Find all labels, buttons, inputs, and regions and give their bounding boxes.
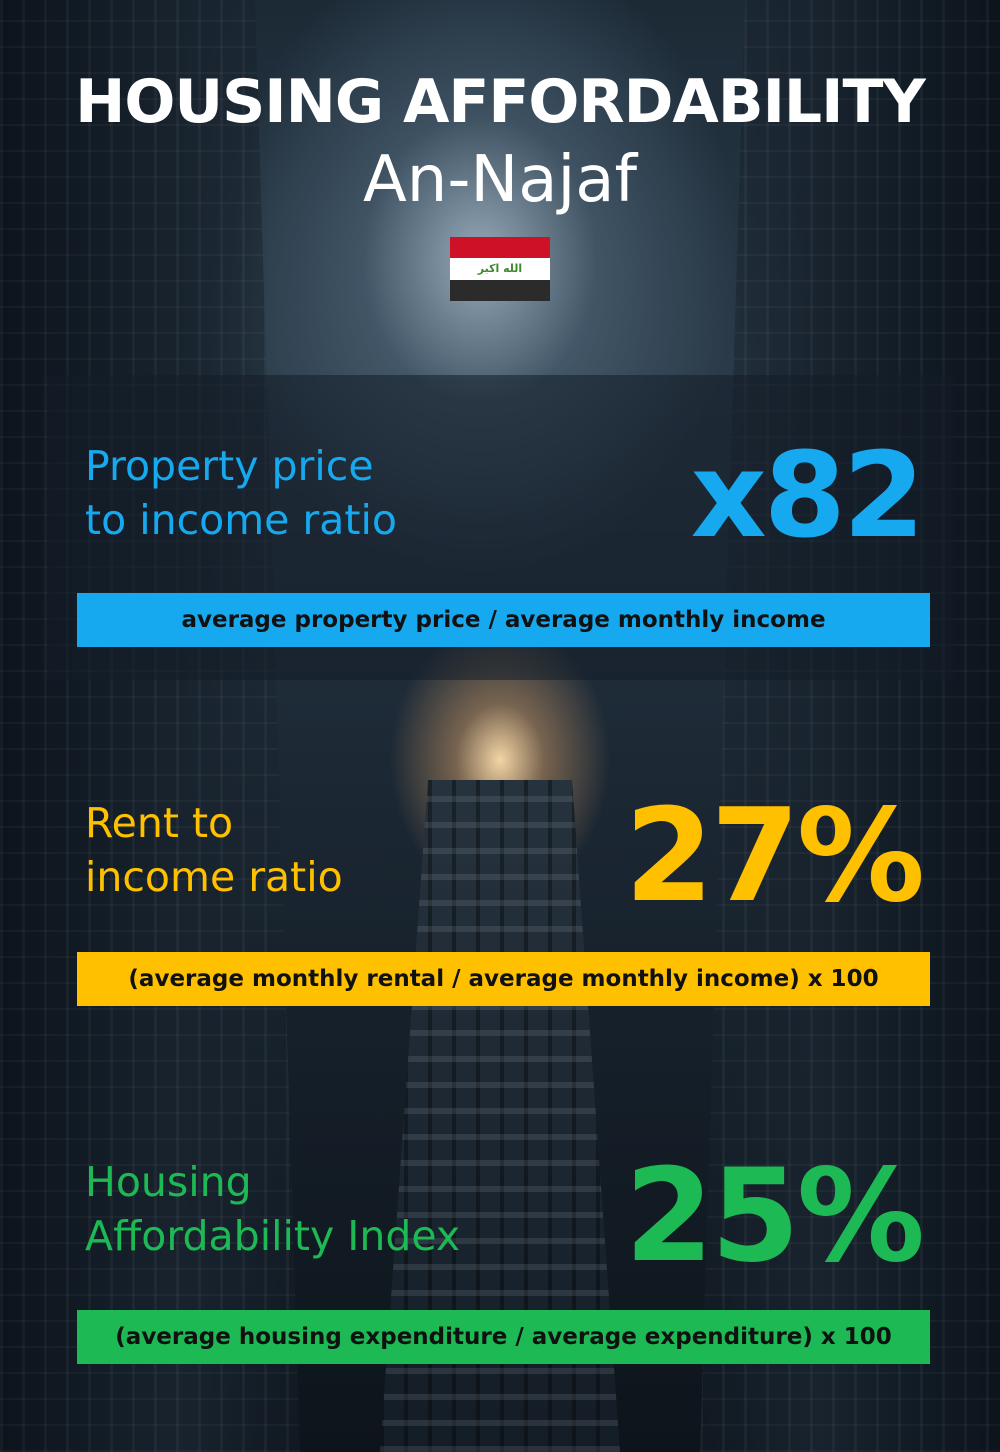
flag-white-stripe: الله اكبر <box>450 258 550 280</box>
property-price-value: x82 <box>690 426 925 564</box>
rent-ratio-label: Rent to income ratio <box>85 796 343 904</box>
property-price-label-line1: Property price <box>85 442 374 490</box>
affordability-index-value: 25% <box>624 1142 925 1291</box>
left-building <box>0 0 300 1452</box>
affordability-index-label: Housing Affordability Index <box>85 1155 460 1263</box>
flag-emblem: الله اكبر <box>477 262 523 276</box>
page-title: HOUSING AFFORDABILITY <box>75 67 926 137</box>
right-building <box>700 0 1000 1452</box>
property-price-formula: average property price / average monthly… <box>77 593 930 647</box>
iraq-flag-icon: الله اكبر <box>450 237 550 301</box>
header: HOUSING AFFORDABILITY An-Najaf <box>0 66 1000 218</box>
rent-ratio-label-line1: Rent to <box>85 799 234 847</box>
affordability-index-label-line2: Affordability Index <box>85 1212 461 1260</box>
city-name: An-Najaf <box>362 143 638 217</box>
flag-black-stripe <box>450 279 550 301</box>
rent-ratio-label-line2: income ratio <box>85 853 343 901</box>
rent-ratio-formula: (average monthly rental / average monthl… <box>77 952 930 1006</box>
property-price-label: Property price to income ratio <box>85 439 397 547</box>
property-price-label-line2: to income ratio <box>85 496 397 544</box>
flag-red-stripe <box>450 237 550 259</box>
rent-ratio-value: 27% <box>624 782 925 931</box>
affordability-index-label-line1: Housing <box>85 1158 252 1206</box>
affordability-index-formula: (average housing expenditure / average e… <box>77 1310 930 1364</box>
